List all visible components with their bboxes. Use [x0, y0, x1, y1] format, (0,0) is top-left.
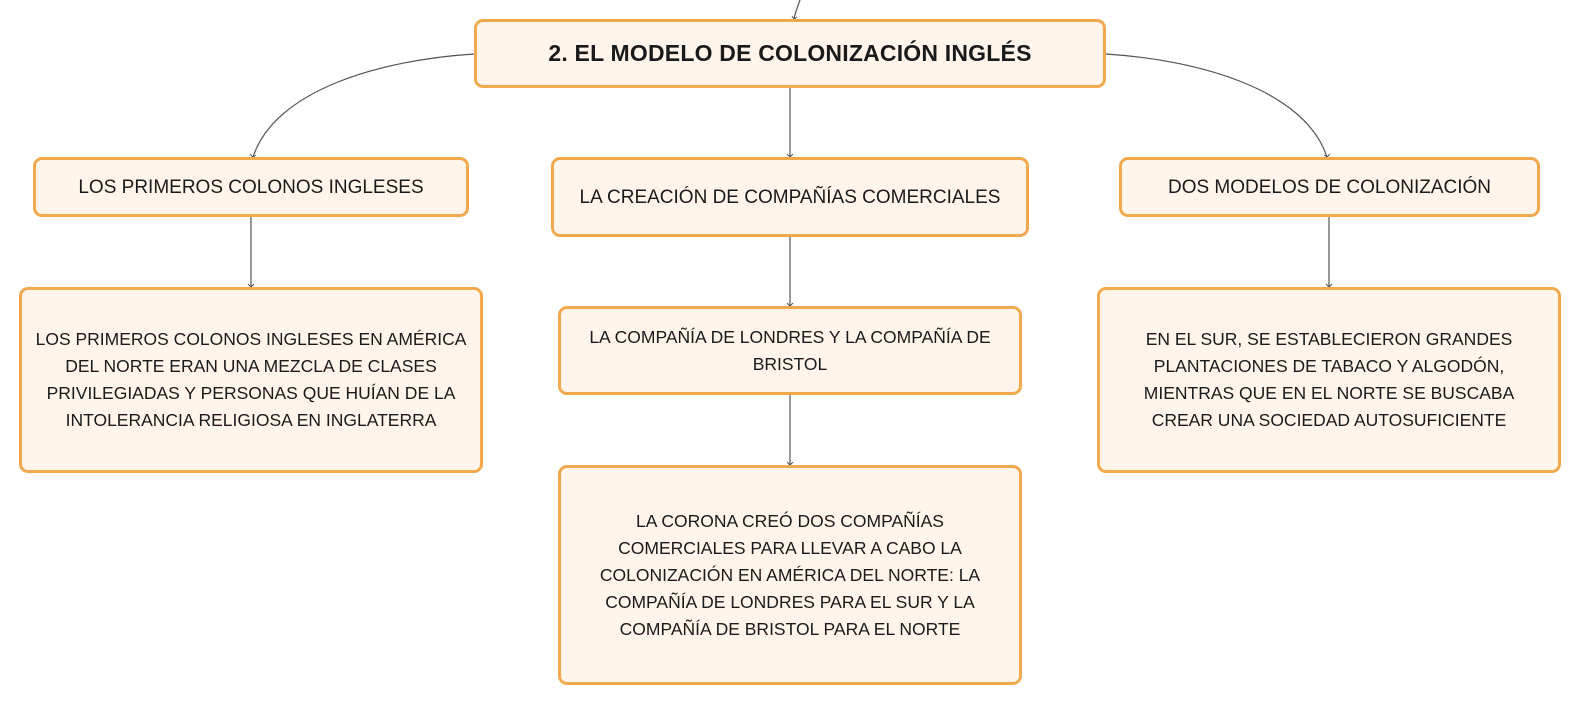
branch-node-label: LA CREACIÓN DE COMPAÑÍAS COMERCIALES [579, 186, 1001, 208]
branch-node-dos-modelos[interactable]: DOS MODELOS DE COLONIZACIÓN [1119, 157, 1540, 217]
branch-node-label: LOS PRIMEROS COLONOS INGLESES [78, 176, 424, 198]
leaf-node-corona-companias[interactable]: LA CORONA CREÓ DOS COMPAÑÍAS COMERCIALES… [558, 465, 1022, 685]
child-node-compania-londres-bristol[interactable]: LA COMPAÑÍA DE LONDRES Y LA COMPAÑÍA DE … [558, 306, 1022, 395]
leaf-node-dos-modelos-descripcion[interactable]: EN EL SUR, SE ESTABLECIERON GRANDES PLAN… [1097, 287, 1561, 473]
branch-node-primeros-colonos[interactable]: LOS PRIMEROS COLONOS INGLESES [33, 157, 469, 217]
branch-node-label: DOS MODELOS DE COLONIZACIÓN [1167, 176, 1492, 198]
leaf-node-text: EN EL SUR, SE ESTABLECIERON GRANDES PLAN… [1143, 329, 1515, 430]
branch-node-companias-comerciales[interactable]: LA CREACIÓN DE COMPAÑÍAS COMERCIALES [551, 157, 1029, 237]
leaf-node-text: LOS PRIMEROS COLONOS INGLESES EN AMÉRICA… [35, 329, 467, 430]
root-node-label: 2. EL MODELO DE COLONIZACIÓN INGLÉS [548, 40, 1032, 66]
child-node-label: LA COMPAÑÍA DE LONDRES Y LA COMPAÑÍA DE … [589, 326, 991, 374]
leaf-node-colonos-descripcion[interactable]: LOS PRIMEROS COLONOS INGLESES EN AMÉRICA… [19, 287, 483, 473]
connector-incoming-root [793, 0, 801, 20]
connector-root-branch-1 [252, 53, 475, 158]
root-node[interactable]: 2. EL MODELO DE COLONIZACIÓN INGLÉS [474, 19, 1106, 88]
leaf-node-text: LA CORONA CREÓ DOS COMPAÑÍAS COMERCIALES… [599, 510, 981, 639]
connector-root-branch-3 [1105, 53, 1328, 158]
